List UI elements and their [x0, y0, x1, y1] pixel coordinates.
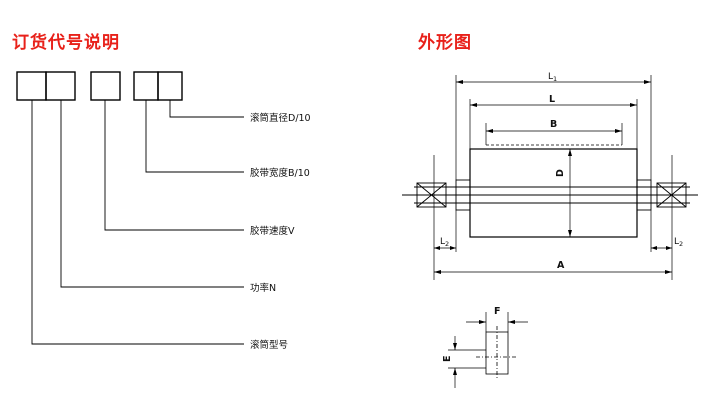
outline-drawing	[402, 75, 698, 280]
order-code-boxes	[16, 71, 183, 101]
leader-power	[60, 100, 244, 288]
code-box-3	[90, 71, 121, 101]
leader-belt-width	[145, 100, 244, 173]
left-bearing	[416, 182, 447, 208]
code-box-5	[157, 71, 183, 101]
label-belt-speed: 胶带速度V	[250, 225, 295, 237]
code-box-1	[16, 71, 47, 101]
leader-model	[31, 100, 244, 345]
label-B: B	[550, 119, 557, 130]
outline-heading: 外形图	[418, 33, 472, 53]
right-bearing	[656, 182, 687, 208]
label-D: D	[555, 169, 566, 177]
drum-body	[469, 148, 638, 238]
order-code-heading: 订货代号说明	[12, 33, 120, 53]
label-L1: L1	[548, 72, 557, 83]
label-L2-right: L2	[674, 237, 683, 248]
label-diameter: 滚筒直径D/10	[250, 112, 311, 124]
label-F: F	[494, 306, 501, 317]
label-belt-width: 胶带宽度B/10	[250, 167, 310, 179]
label-A: A	[557, 260, 565, 271]
label-model: 滚筒型号	[250, 339, 288, 351]
label-power: 功率N	[250, 282, 276, 294]
order-code-leaders	[31, 100, 244, 345]
label-L2-left: L2	[440, 237, 449, 248]
leader-diameter	[169, 100, 244, 118]
code-box-4	[133, 71, 159, 101]
code-box-2	[45, 71, 76, 101]
label-E: E	[442, 356, 453, 363]
leader-belt-speed	[104, 100, 244, 231]
label-L: L	[549, 94, 555, 105]
keyway-detail	[448, 312, 528, 388]
